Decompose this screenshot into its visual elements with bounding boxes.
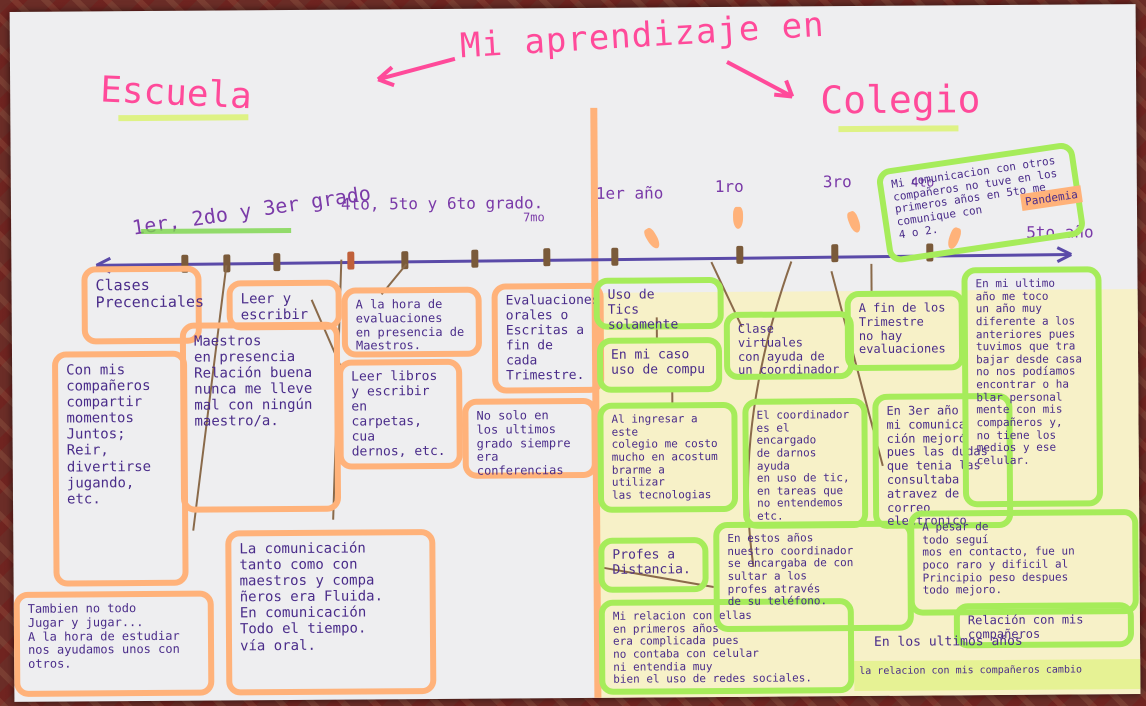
note-clase-virtuales: Clase virtuales con ayuda de un coordina… [723, 311, 855, 380]
note-no-solo: No solo en los ultimos grado siempre era… [462, 397, 598, 479]
note-evaluaciones-orales: Evaluaciones orales o Escritas a fin de … [491, 282, 605, 394]
note-mi-caso: En mi caso uso de compu [596, 336, 723, 393]
note-estos-anos: En estos años nuestro coordinador se enc… [713, 520, 914, 633]
note-uso-tics: Uso de Tics solamente [593, 276, 724, 333]
note-coordinador: El coordinador es el encargado de darnos… [742, 397, 869, 529]
connector-lines [192, 259, 884, 589]
note-fin-trimestre: A fin de los Trimestre no hay evaluacion… [844, 290, 966, 372]
note-comunicacion: La comunicación tanto como con maestros … [225, 528, 437, 696]
poster: Mi aprendizaje en Escuela Colegio 1er, 2… [9, 4, 1141, 702]
note-ingresar: Al ingresar a este colegio me costo much… [597, 401, 739, 513]
note-maestros: Maestros en presencia Relación buena nun… [179, 321, 342, 513]
note-libros: Leer libros y escribir en carpetas, cua … [337, 358, 463, 470]
note-final: la relacion con mis compañeros cambio [859, 664, 1083, 678]
note-tambien: Tambien no todo Jugar y jugar... A la ho… [13, 590, 215, 697]
note-a-pesar: A pesar de todo seguí mos en contacto, f… [908, 509, 1139, 616]
note-ultimo-ano: En mi ultimo año me toco un año muy dife… [961, 266, 1104, 508]
timeline-axis [95, 246, 1073, 274]
note-companeros: Con mis compañeros compartir momentos Ju… [51, 350, 189, 587]
note-evaluaciones: A la hora de evaluaciones en presencia d… [341, 286, 483, 358]
arrow-left-icon [376, 56, 456, 88]
note-profes-distancia: Profes a Distancia. [598, 537, 709, 593]
arrow-right-icon [726, 60, 795, 99]
